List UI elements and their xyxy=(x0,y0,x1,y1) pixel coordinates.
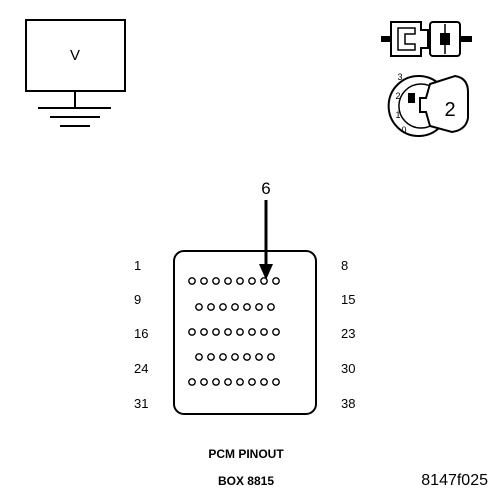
connector-pin xyxy=(200,328,208,336)
connector-pin xyxy=(224,378,232,386)
row-label-right: 23 xyxy=(341,326,355,341)
key-position-0: 0 xyxy=(401,125,406,135)
connector-pin xyxy=(212,378,220,386)
row-label-right: 15 xyxy=(341,292,355,307)
connector-pin xyxy=(195,353,203,361)
row-label-left: 16 xyxy=(134,326,148,341)
key-position-2: 2 xyxy=(395,91,400,101)
row-label-left: 9 xyxy=(134,292,141,307)
caption-subtitle: BOX 8815 xyxy=(218,474,274,488)
connector-pin xyxy=(267,353,275,361)
connector-pin xyxy=(248,378,256,386)
connector-pin xyxy=(236,277,244,285)
connector-plug-icon xyxy=(381,21,472,57)
connector-pin xyxy=(224,328,232,336)
connector-pin xyxy=(195,303,203,311)
caption-title: PCM PINOUT xyxy=(208,447,284,461)
ground-icon xyxy=(38,107,111,127)
connector-pin xyxy=(260,378,268,386)
connector-pin xyxy=(207,303,215,311)
row-label-left: 24 xyxy=(134,361,148,376)
key-position-3: 3 xyxy=(397,72,402,82)
voltmeter-symbol: V xyxy=(25,19,126,127)
row-label-left: 31 xyxy=(134,396,148,411)
connector-pin xyxy=(219,353,227,361)
connector-pin xyxy=(243,353,251,361)
connector-pin xyxy=(248,277,256,285)
row-label-right: 8 xyxy=(341,258,348,273)
connector-pin xyxy=(236,378,244,386)
connector-pin xyxy=(200,277,208,285)
connector-pin xyxy=(212,277,220,285)
left-pin-labels: 1 9 16 24 31 xyxy=(134,258,148,411)
arrow-down-icon xyxy=(259,264,273,280)
connector-pin xyxy=(231,303,239,311)
pin-pointer: 6 xyxy=(259,179,273,280)
connector-pin xyxy=(255,353,263,361)
connector-pin xyxy=(188,277,196,285)
connector-pin xyxy=(272,328,280,336)
right-pin-labels: 8 15 23 30 38 xyxy=(341,258,355,411)
connector-pin xyxy=(188,378,196,386)
connector-pin xyxy=(207,353,215,361)
connector-pin xyxy=(224,277,232,285)
connector-pin xyxy=(267,303,275,311)
connector-pin xyxy=(236,328,244,336)
connector-pin xyxy=(272,277,280,285)
key-step-number: 2 xyxy=(444,99,455,121)
meter-label: V xyxy=(70,47,80,64)
row-label-right: 38 xyxy=(341,396,355,411)
row-label-left: 1 xyxy=(134,258,141,273)
connector-pin xyxy=(219,303,227,311)
connector-pin xyxy=(260,328,268,336)
connector-pin xyxy=(188,328,196,336)
ignition-key-icon: 2 3 2 1 0 xyxy=(387,72,469,137)
row-label-right: 30 xyxy=(341,361,355,376)
connector-pin xyxy=(248,328,256,336)
figure-id: 8147f025 xyxy=(421,472,488,489)
connector-pin xyxy=(231,353,239,361)
connector-pin xyxy=(243,303,251,311)
pointer-pin-number: 6 xyxy=(261,179,270,198)
connector-pin xyxy=(272,378,280,386)
connector-pin xyxy=(200,378,208,386)
connector-pin xyxy=(212,328,220,336)
pcm-connector-pins xyxy=(188,277,280,386)
key-position-1: 1 xyxy=(395,110,400,120)
connector-pin xyxy=(255,303,263,311)
pcm-connector-body xyxy=(173,250,317,415)
connector-pin xyxy=(260,277,268,285)
key-position-marker xyxy=(408,93,415,103)
